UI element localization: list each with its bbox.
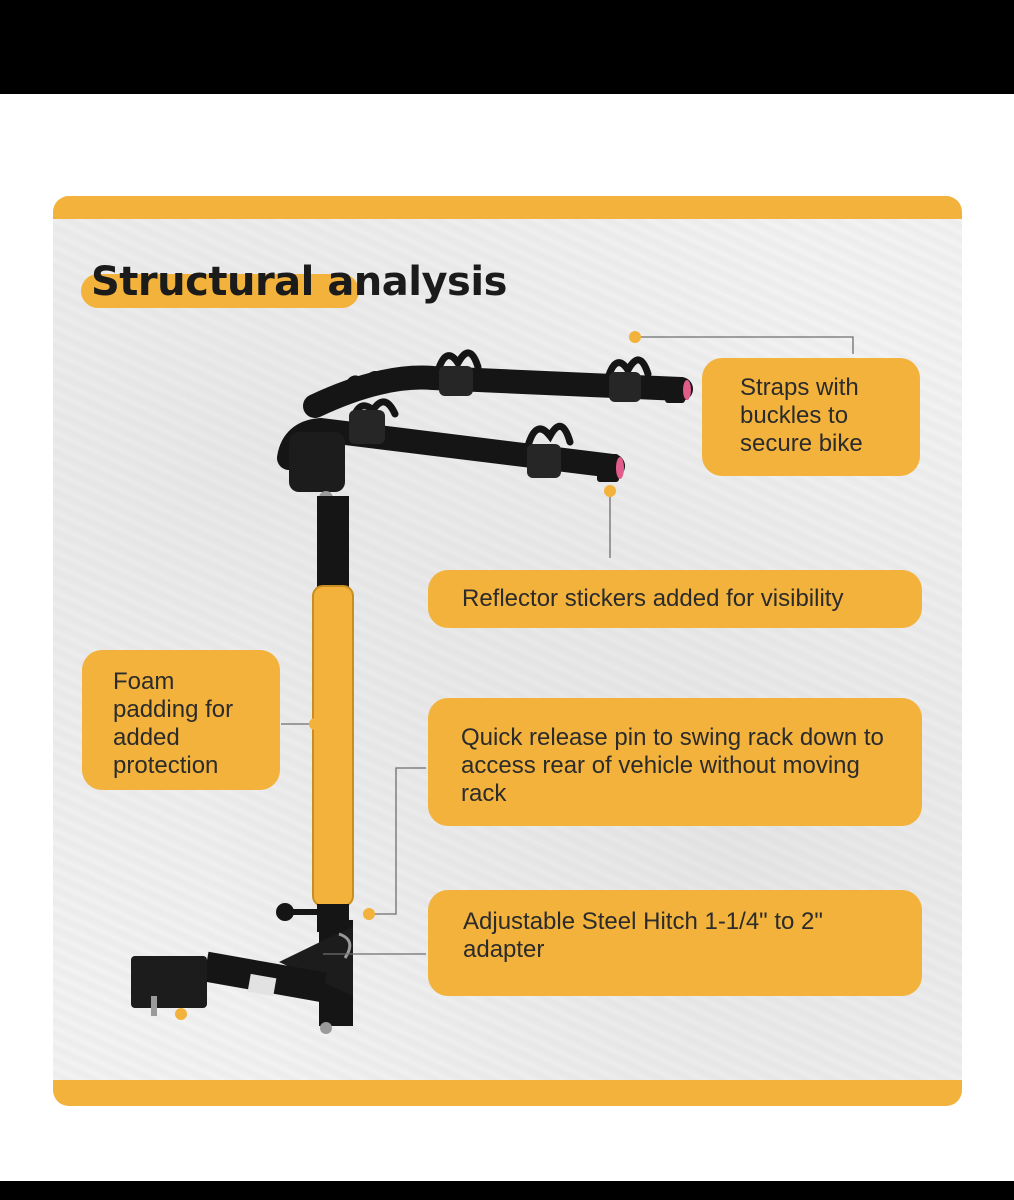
product-infographic-card: Structural analysis — [53, 196, 962, 1106]
hitch-adapter — [131, 956, 207, 1008]
pin-knob — [276, 903, 294, 921]
callout-hitch-text: Adjustable Steel Hitch 1-1/4" to 2" adap… — [463, 908, 823, 963]
bike-rack-illustration — [131, 349, 693, 1034]
bottom-black-bar — [0, 1181, 1014, 1200]
bottom-accent-band — [53, 1080, 962, 1106]
callout-hitch: Adjustable Steel Hitch 1-1/4" to 2" adap… — [428, 890, 922, 996]
title-highlight — [81, 274, 359, 308]
callout-foam-text: Foam padding for added protection — [113, 668, 234, 779]
callout-pin-text: Quick release pin to swing rack down to … — [461, 724, 884, 807]
upper-mast — [317, 496, 349, 590]
callout-pointers — [175, 331, 854, 1020]
top-black-bar — [0, 0, 1014, 94]
quick-release-pin — [338, 932, 352, 959]
page-title: Structural analysis — [91, 252, 507, 312]
hitch-dot — [175, 1008, 187, 1020]
callout-straps-text: Straps with buckles to secure bike — [740, 374, 863, 457]
pin-dot — [363, 908, 375, 920]
reflector-dot — [604, 485, 616, 497]
callout-reflector-text: Reflector stickers added for visibility — [462, 585, 844, 612]
straps-dot — [629, 331, 641, 343]
callout-pin: Quick release pin to swing rack down to … — [428, 698, 922, 826]
title-word-1: Structural — [91, 259, 314, 305]
callout-foam: Foam padding for added protection — [82, 650, 280, 790]
callout-straps: Straps with buckles to secure bike — [702, 358, 920, 476]
pivot-bracket — [289, 432, 345, 492]
callout-reflector: Reflector stickers added for visibility — [428, 570, 922, 628]
cradle-hubs — [349, 366, 641, 478]
top-accent-band — [53, 196, 962, 219]
foam-dot — [309, 718, 321, 730]
title-word-2: analysis — [327, 259, 507, 305]
